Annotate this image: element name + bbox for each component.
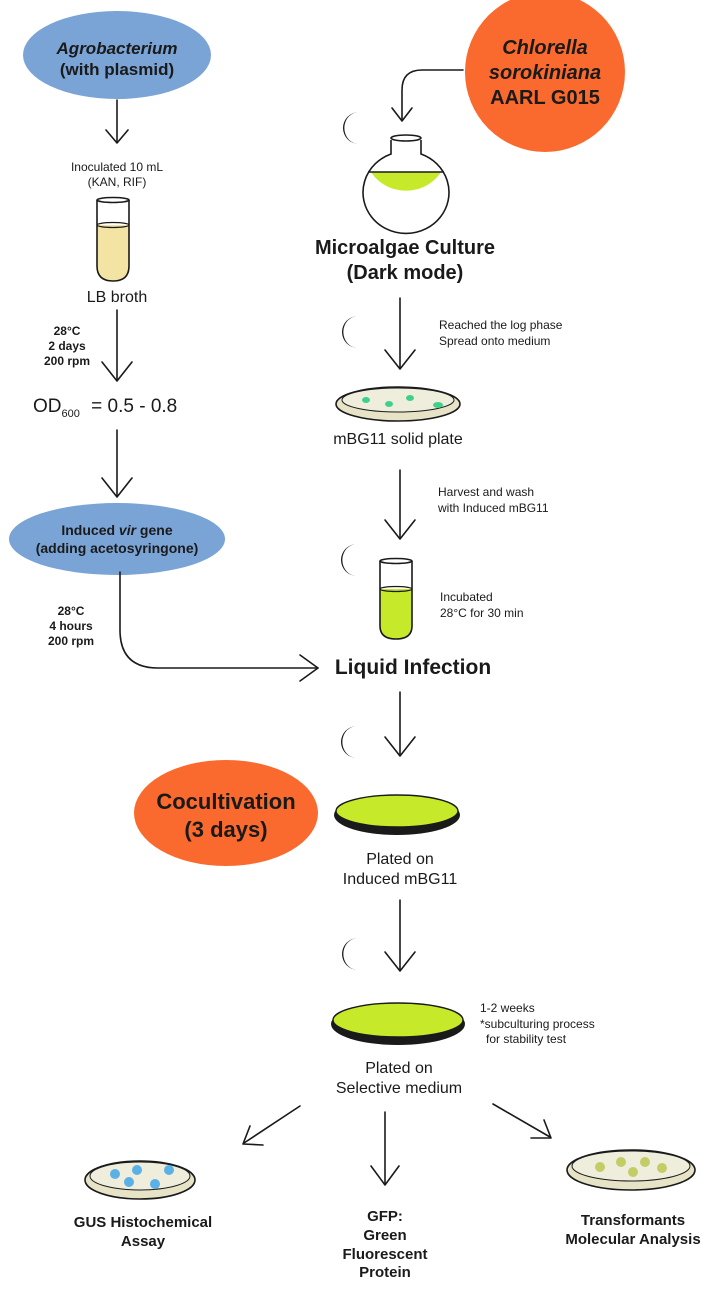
selective-plate-petri-dish-icon [331,1002,465,1045]
colony [124,1177,134,1187]
harvest-note: Harvest and wash with Induced mBG11 [438,485,549,515]
flask-icon [362,134,450,235]
log-phase-note: Reached the log phase Spread onto medium [439,318,563,348]
solid-plate-label: mBG11 solid plate [333,431,463,448]
colony [616,1157,626,1167]
gus-petri-dish-icon [84,1160,196,1200]
moon-icon [342,316,358,348]
lb-broth-label: LB broth [86,289,148,306]
arrow-head [384,519,416,540]
arrow-head [105,129,129,144]
moon-icon [343,112,359,144]
weeks-note: 1-2 weeks *subculturing process for stab… [480,1001,595,1047]
arrow-curve [401,69,464,121]
colony [628,1167,638,1177]
transformants-label: Transformants Molecular Analysis [565,1212,701,1248]
strain-label: Chlorella sorokiniana AARL G015 [488,37,602,109]
gus-assay-label: GUS Histochemical Assay [73,1214,213,1250]
arrow-head [391,107,413,122]
arrow-head [299,654,319,682]
od-label: OD600 = 0.5 - 0.8 [33,396,178,420]
plated-selective-label: Plated on Selective medium [335,1060,463,1097]
colony [640,1157,650,1167]
colony [150,1179,160,1189]
colony [657,1163,667,1173]
microalgae-culture-title: Microalgae Culture (Dark mode) [314,237,496,284]
transformants-petri-dish-icon [566,1149,696,1191]
arrow-head [530,1119,552,1139]
arrow-head [370,1165,400,1186]
induced-plate-petri-dish-icon [334,794,460,835]
incubation-conditions-1: 28°C 2 days 200 rpm [43,324,91,368]
liquid-infection-title: Liquid Infection [334,656,492,679]
colony [110,1169,120,1179]
agrobacterium-bubble [23,11,211,99]
colony [406,395,414,401]
gfp-label: GFP: Green Fluorescent Protein [342,1208,428,1282]
moon-icon [341,544,357,576]
plated-induced-label: Plated on Induced mBG11 [342,851,458,888]
colony [164,1165,174,1175]
agrobacterium-label: Agrobacterium (with plasmid) [56,39,178,80]
arrow-head [242,1125,264,1146]
arrow-line [243,1105,301,1144]
arrow-head [384,736,416,757]
arrow-line [492,1103,551,1138]
arrow-head [384,951,416,972]
incubation-test-tube-icon [379,557,413,640]
arrows [101,69,552,1186]
inoculated-label: Inoculated 10 mL (KAN, RIF) [70,160,164,189]
arrow-curve [119,571,319,669]
induced-vir-label: Induced vir gene (adding acetosyringone) [35,522,199,556]
arrow-head [101,361,133,382]
arrow-head [384,349,416,370]
cocultivation-label: Cocultivation (3 days) [156,789,296,842]
lb-broth-test-tube-icon [96,196,130,282]
colony [362,397,370,403]
colony [132,1165,142,1175]
solid-plate-petri-dish-icon [335,386,461,422]
cocultivation-bubble [134,760,318,866]
colony [595,1162,605,1172]
induced-vir-bubble [9,503,225,575]
moon-icon [341,726,357,758]
strain-bubble [465,0,625,152]
arrow-head [101,477,133,498]
incubated-note: Incubated 28°C for 30 min [440,590,524,620]
colony [433,402,443,408]
moon-icon [342,938,358,970]
incubation-conditions-2: 28°C 4 hours 200 rpm [47,604,95,648]
colony [385,401,393,407]
